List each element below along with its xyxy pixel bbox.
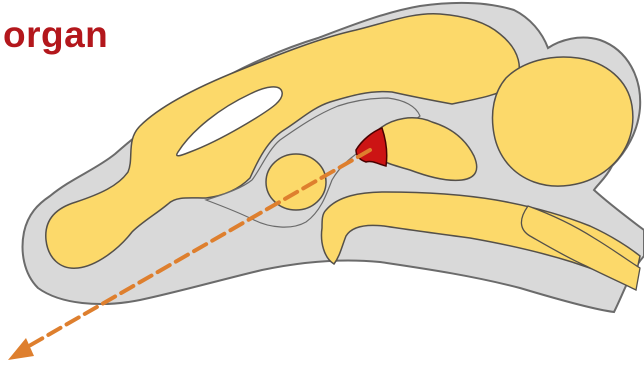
pointer-arrowhead: [8, 338, 34, 360]
